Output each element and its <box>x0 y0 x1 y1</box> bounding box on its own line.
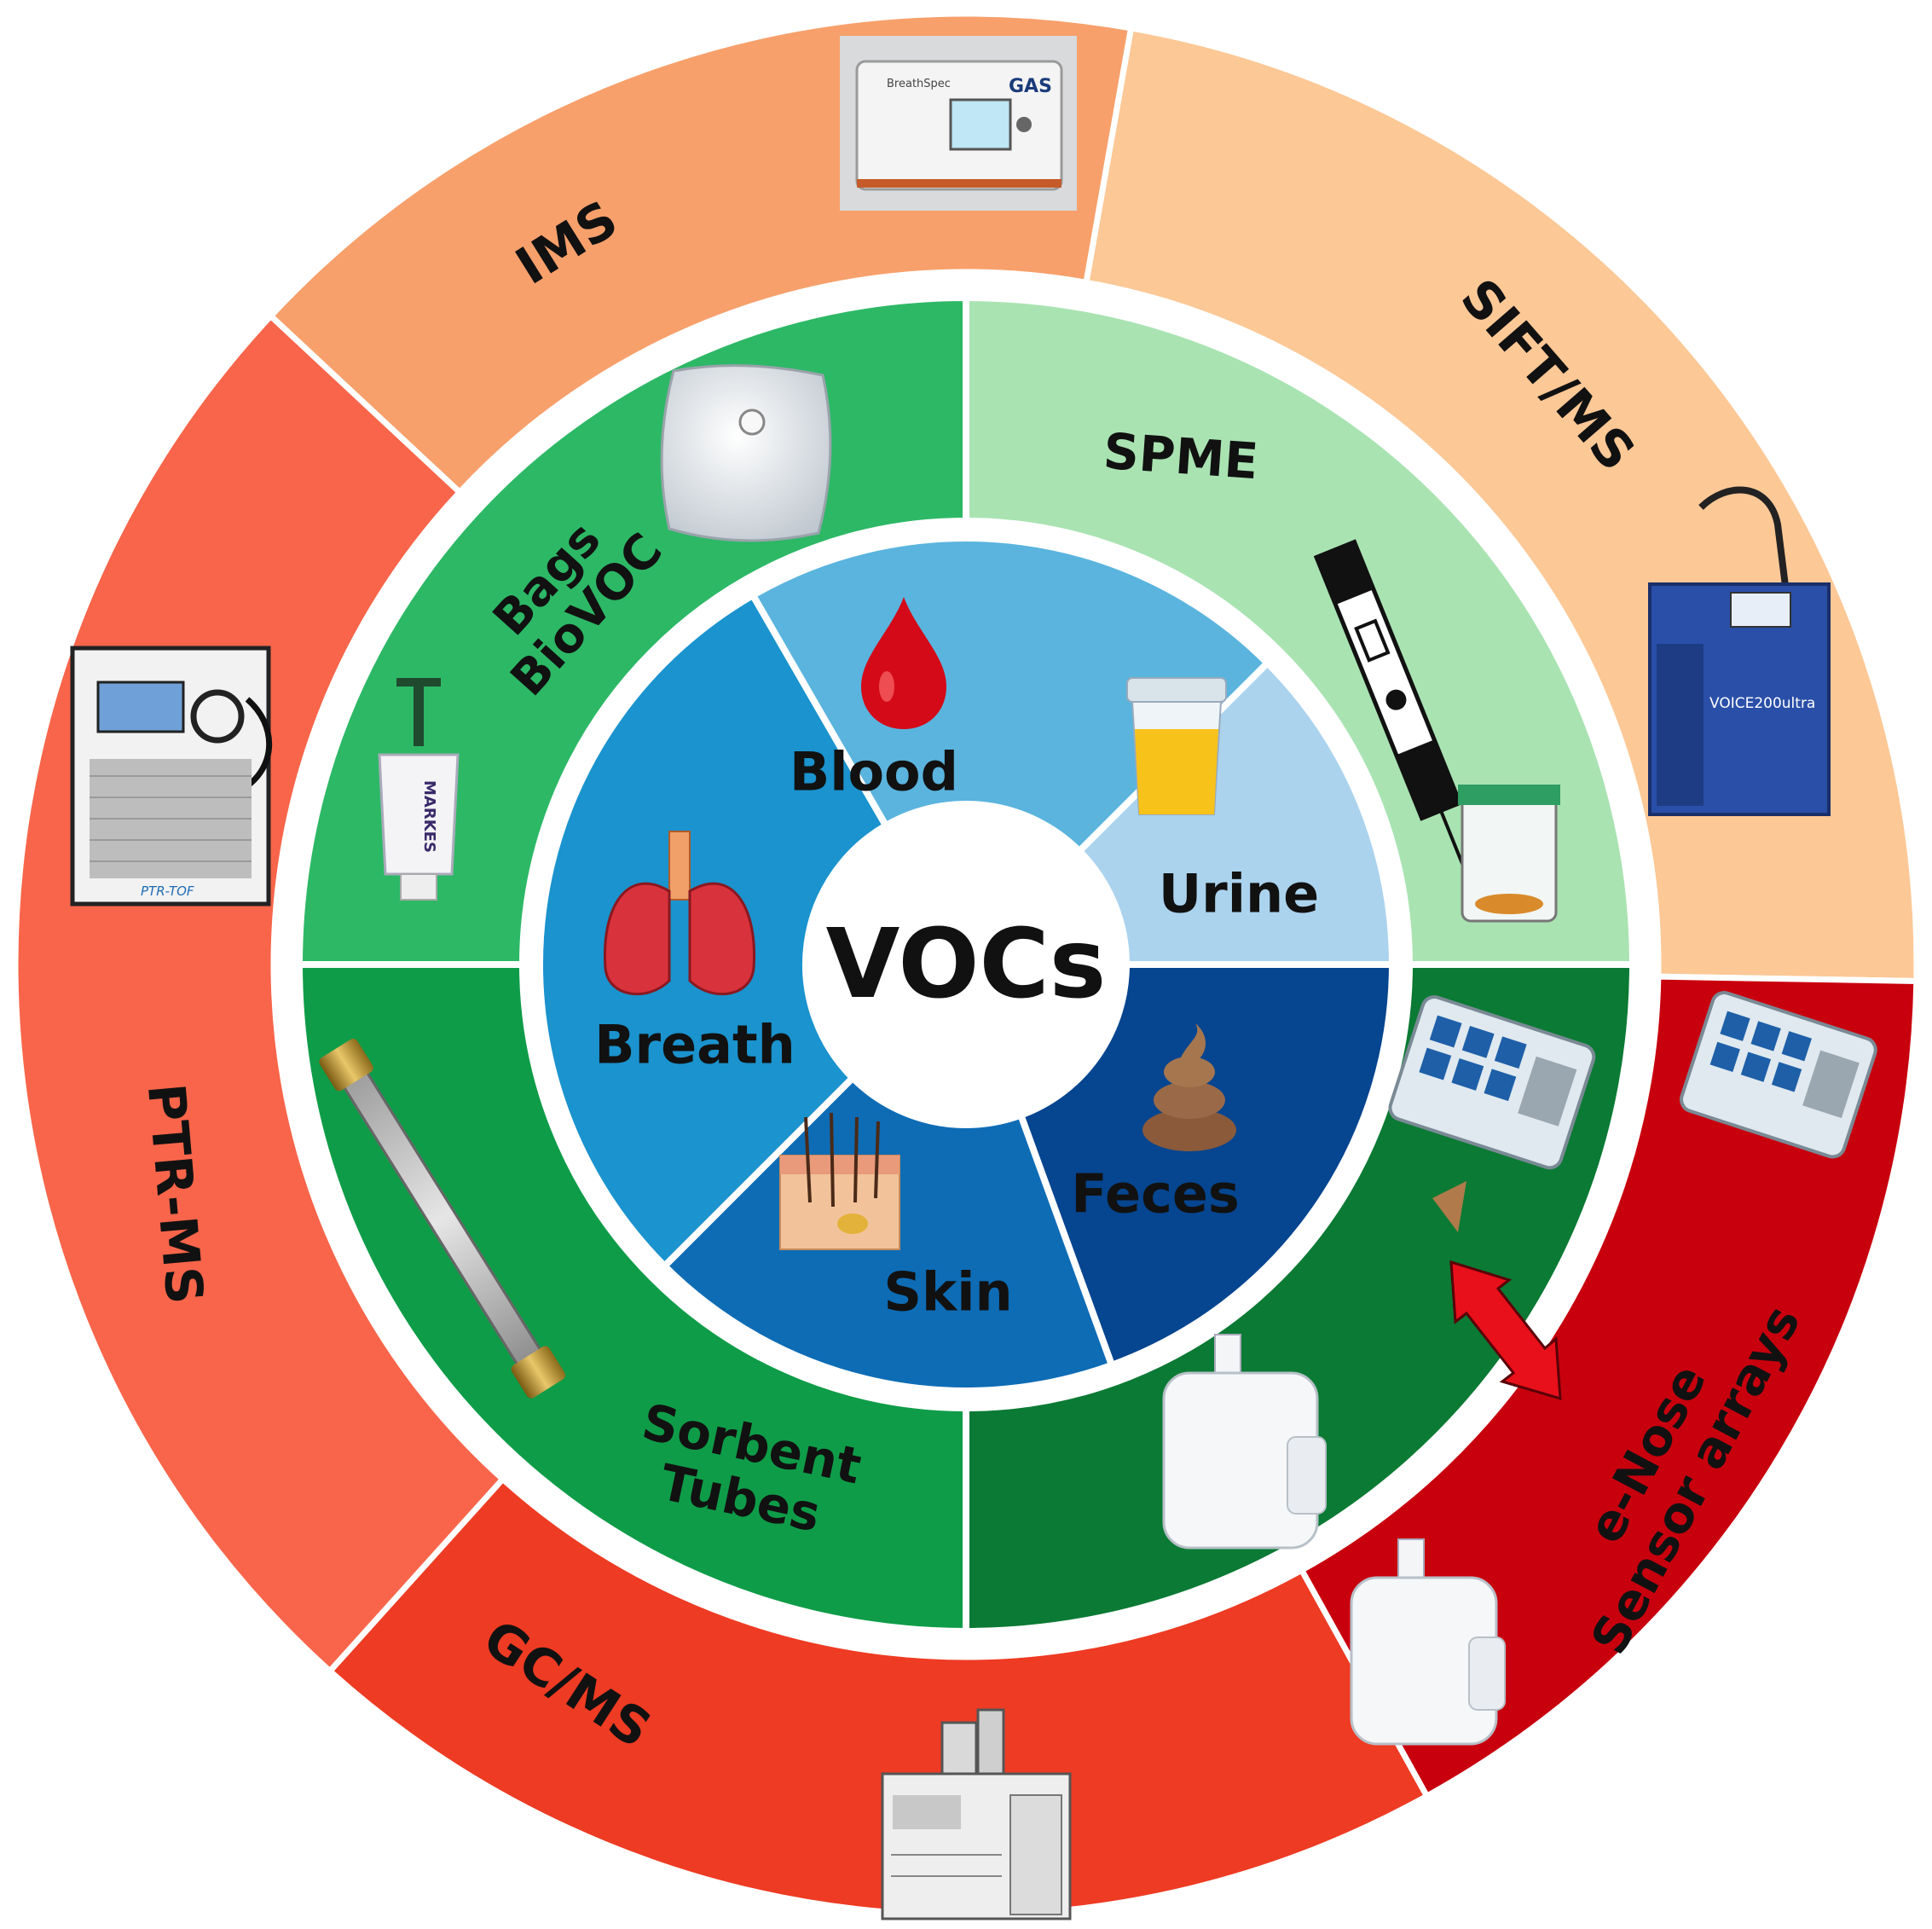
spme-fiber-icon <box>1313 539 1560 923</box>
ptr-ms-instrument-icon: PTR-TOF <box>70 646 273 907</box>
inner-label-feces: Feces <box>1071 1163 1240 1225</box>
center-label: VOCs <box>826 909 1107 1020</box>
ims-brand: GAS <box>1009 76 1052 97</box>
sift-device-name: VOICE200ultra <box>1709 695 1815 712</box>
inner-label-blood: Blood <box>790 741 958 803</box>
middle-segment-sorbent-tubes <box>295 961 969 1636</box>
middle-label-spme: SPME <box>1102 422 1260 491</box>
wearable-sensor-icon-2 <box>1350 1538 1506 1746</box>
feces-icon <box>1142 1023 1236 1151</box>
inner-label-breath: Breath <box>594 1014 795 1076</box>
ims-device-name: BreathSpec <box>887 78 951 90</box>
inner-label-urine: Urine <box>1159 863 1319 925</box>
gc-ms-instrument-icon <box>881 1708 1072 1920</box>
center-circle <box>804 802 1128 1127</box>
sampling-bag-icon <box>660 364 832 542</box>
e-nose-sensor-array-icon-2 <box>1680 991 1877 1159</box>
wearable-sensor-icon <box>1162 1334 1327 1550</box>
sift-ms-instrument-icon: VOICE200ultra <box>1648 486 1831 816</box>
biovoc-device-brand: MARKES <box>420 780 438 853</box>
outer-segment-gc-ms <box>325 1474 1432 1919</box>
lungs-icon <box>603 831 756 995</box>
blood-drop-icon <box>861 597 946 729</box>
double-arrow-icon <box>1449 1260 1562 1401</box>
ims-instrument-icon: BreathSpec GAS <box>840 36 1077 211</box>
ptr-device-name: PTR-TOF <box>141 883 194 899</box>
skin-cross-section-icon <box>779 1112 900 1250</box>
urine-cup-icon <box>1126 677 1227 815</box>
sorbent-tube-icon <box>319 1039 565 1399</box>
biovoc-sampler-icon: MARKES <box>378 678 460 901</box>
inner-label-skin: Skin <box>883 1261 1012 1324</box>
e-nose-sensor-array-icon <box>1388 995 1596 1232</box>
